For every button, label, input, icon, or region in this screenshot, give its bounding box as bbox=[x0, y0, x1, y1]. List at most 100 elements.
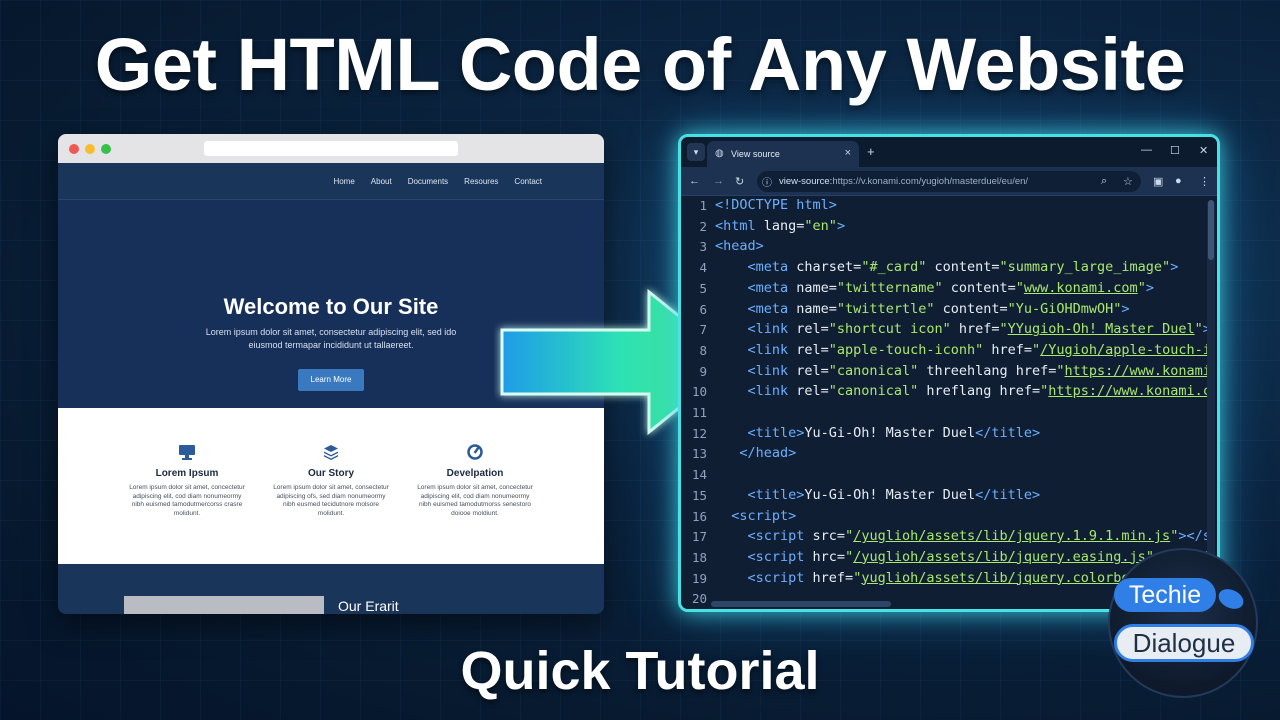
forward-icon[interactable]: → bbox=[713, 175, 724, 187]
techie-dialogue-logo: Techie Dialogue bbox=[1108, 548, 1258, 698]
minimize-icon[interactable]: — bbox=[1141, 144, 1152, 156]
line-number: 2 bbox=[699, 218, 707, 234]
mock-features: Lorem Ipsum Lorem ipsum dolor sit amet, … bbox=[58, 408, 604, 564]
line-number: 9 bbox=[699, 363, 707, 379]
code-line: <title>Yu-Gi-Oh! Master Duel</title> bbox=[715, 424, 1041, 441]
vertical-scrollbar[interactable] bbox=[1207, 200, 1215, 596]
line-number: 13 bbox=[691, 446, 707, 462]
bookmark-star-icon[interactable]: ☆ bbox=[1123, 176, 1133, 188]
mock-browser-chrome bbox=[58, 134, 604, 163]
mock-nav-documents[interactable]: Documents bbox=[407, 176, 449, 186]
minimize-dot-icon bbox=[85, 144, 95, 154]
mock-nav-about[interactable]: About bbox=[370, 176, 392, 186]
line-number: 1 bbox=[699, 198, 707, 213]
headline: Get HTML Code of Any Website bbox=[94, 23, 1186, 106]
browser-toolbar: ← → ↻ ⓘ view-source:https://v.konami.com… bbox=[681, 167, 1217, 196]
feature-card: Develpation Lorem ipsum dolor sit amet, … bbox=[415, 444, 535, 564]
mock-address-bar bbox=[204, 141, 458, 156]
logo-word-1: Techie bbox=[1114, 578, 1216, 612]
reload-icon[interactable]: ↻ bbox=[735, 176, 745, 188]
feature-text: Lorem ipsum dolor sit amet, consectetur … bbox=[273, 484, 389, 517]
mock-hero-text: Lorem ipsum dolor sit amet, consectetur … bbox=[205, 327, 457, 350]
tab-search-icon[interactable]: ▾ bbox=[687, 143, 705, 161]
mock-footer-title: Our Erarit bbox=[338, 598, 399, 614]
line-number: 16 bbox=[691, 508, 707, 524]
code-line: <!DOCTYPE html> bbox=[715, 197, 837, 213]
globe-icon: ◍ bbox=[715, 148, 724, 159]
subtitle: Quick Tutorial bbox=[460, 641, 820, 701]
code-line: <link rel="canonical" hreflang href="htt… bbox=[715, 383, 1210, 400]
code-line: <meta charset="#_card" content="summary_… bbox=[715, 259, 1179, 276]
side-panel-icon[interactable]: ▣ bbox=[1153, 176, 1164, 188]
line-number: 7 bbox=[699, 322, 707, 338]
code-line: </head> bbox=[715, 445, 797, 462]
source-code-area: 123456789101112131415161718192021 <!DOCT… bbox=[681, 196, 1217, 609]
monitor-icon bbox=[127, 444, 247, 462]
line-number: 19 bbox=[691, 570, 707, 586]
feature-title: Develpation bbox=[446, 468, 504, 479]
mock-nav-resources[interactable]: Resoures bbox=[464, 176, 499, 186]
line-number: 3 bbox=[699, 239, 707, 255]
line-number: 12 bbox=[691, 425, 707, 441]
line-numbers: 123456789101112131415161718192021 bbox=[681, 196, 711, 606]
line-number: 14 bbox=[691, 467, 707, 483]
line-number: 11 bbox=[691, 405, 707, 420]
learn-more-button[interactable]: Learn More bbox=[298, 369, 364, 391]
feature-card: Lorem Ipsum Lorem ipsum dolor sit amet, … bbox=[127, 444, 247, 564]
image-placeholder bbox=[124, 596, 324, 614]
line-number: 8 bbox=[699, 342, 707, 358]
line-number: 5 bbox=[699, 280, 707, 296]
mock-hero: Welcome to Our Site Lorem ipsum dolor si… bbox=[58, 200, 604, 408]
tab-view-source[interactable]: ◍ View source × bbox=[707, 141, 859, 167]
feature-title: Our Story bbox=[307, 468, 355, 479]
tab-title: View source bbox=[731, 149, 780, 159]
menu-kebab-icon[interactable]: ⋮ bbox=[1199, 176, 1210, 188]
code-line: <link rel="canonical" threehlang href="h… bbox=[715, 362, 1210, 379]
line-number: 17 bbox=[691, 529, 707, 545]
logo-word-2: Dialogue bbox=[1114, 624, 1254, 662]
line-number: 20 bbox=[691, 591, 707, 607]
new-tab-icon[interactable]: + bbox=[867, 144, 875, 159]
layers-icon bbox=[271, 444, 391, 462]
mock-nav-contact[interactable]: Contact bbox=[514, 176, 542, 186]
view-source-window: ▾ ◍ View source × + — ☐ ✕ ← → ↻ ⓘ view-s… bbox=[678, 134, 1220, 612]
code-line: <link rel="apple-touch-iconh" href="/Yug… bbox=[715, 341, 1210, 358]
code-line: <meta name="twittername" content="www.ko… bbox=[715, 279, 1154, 296]
address-url: https://v.konami.com/yugioh/masterduel/e… bbox=[832, 176, 1029, 187]
mock-nav-bar: Home About Documents Resoures Contact bbox=[58, 163, 604, 202]
close-dot-icon bbox=[69, 144, 79, 154]
address-text: view-source:https://v.konami.com/yugioh/… bbox=[779, 176, 1028, 187]
code-line: <html lang="en"> bbox=[715, 217, 846, 234]
code-line: <link rel="shortcut icon" href="YYugioh-… bbox=[715, 321, 1210, 338]
line-number: 15 bbox=[691, 487, 707, 503]
maximize-dot-icon bbox=[101, 144, 111, 154]
mock-hero-title: Welcome to Our Site bbox=[223, 294, 439, 319]
horizontal-scrollbar[interactable] bbox=[711, 601, 891, 607]
tool-icon bbox=[415, 444, 535, 462]
code-line: <head> bbox=[715, 238, 764, 255]
line-number: 6 bbox=[699, 301, 707, 317]
zoom-icon[interactable]: ⌕ bbox=[1101, 175, 1108, 187]
feature-title: Lorem Ipsum bbox=[155, 468, 219, 479]
line-number: 4 bbox=[699, 260, 707, 276]
mouse-icon bbox=[1215, 585, 1247, 613]
feature-text: Lorem ipsum dolor sit amet, concectetur … bbox=[417, 484, 533, 517]
code-line: <title>Yu-Gi-Oh! Master Duel</title> bbox=[715, 486, 1041, 503]
back-icon[interactable]: ← bbox=[689, 175, 700, 187]
mock-nav-home[interactable]: Home bbox=[329, 165, 360, 202]
close-icon[interactable]: ✕ bbox=[1199, 145, 1209, 157]
code-line: <meta name="twittertle" content="Yu-GiOH… bbox=[715, 300, 1130, 317]
site-info-icon[interactable]: ⓘ bbox=[762, 178, 772, 189]
profile-icon[interactable]: ● bbox=[1175, 175, 1182, 187]
tab-bar: ▾ ◍ View source × + — ☐ ✕ bbox=[681, 137, 1217, 167]
address-prefix: view-source: bbox=[779, 176, 833, 187]
address-bar[interactable]: ⓘ view-source:https://v.konami.com/yugio… bbox=[757, 171, 1141, 192]
restore-icon[interactable]: ☐ bbox=[1170, 145, 1180, 157]
code-line: <script hrc="/yuglioh/assets/lib/jquery.… bbox=[715, 548, 1210, 565]
line-number: 18 bbox=[691, 549, 707, 565]
feature-text: Lorem ipsum dolor sit amet, concectetur … bbox=[129, 484, 245, 517]
code-line: <script> bbox=[715, 507, 797, 524]
tab-close-icon[interactable]: × bbox=[844, 147, 851, 159]
feature-card: Our Story Lorem ipsum dolor sit amet, co… bbox=[271, 444, 391, 564]
mock-footer: Our Erarit bbox=[58, 564, 604, 614]
